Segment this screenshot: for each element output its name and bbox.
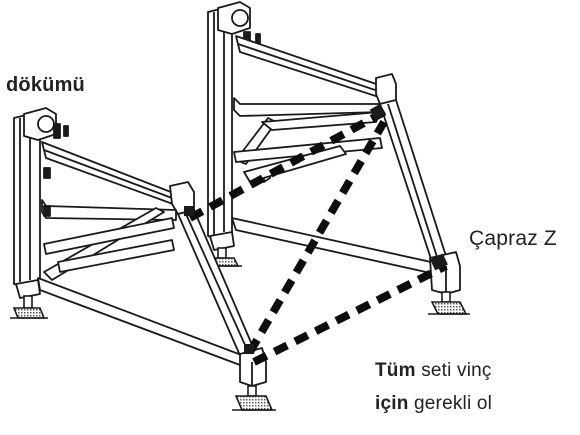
label-line-2-rest: gerekli ol <box>408 393 493 414</box>
cross-braces <box>188 108 448 366</box>
label-line-1-bold: Tüm <box>375 360 416 381</box>
lower-brace <box>252 262 448 366</box>
front-frame <box>13 107 267 387</box>
label-line-2: için gerekli ol <box>375 393 492 415</box>
back-right-foot <box>428 291 470 315</box>
front-right-foot <box>232 385 276 411</box>
label-dokumu: dökümü <box>6 74 85 96</box>
front-left-foot <box>10 295 48 319</box>
label-line-1: Tüm seti vinç <box>375 360 492 382</box>
label-line-2-bold: için <box>375 393 409 414</box>
label-capraz-z: Çapraz Z <box>469 227 557 250</box>
label-line-1-rest: seti vinç <box>415 360 492 381</box>
brace-fittings <box>184 103 448 354</box>
back-frame <box>207 1 461 295</box>
upper-brace <box>188 108 386 222</box>
